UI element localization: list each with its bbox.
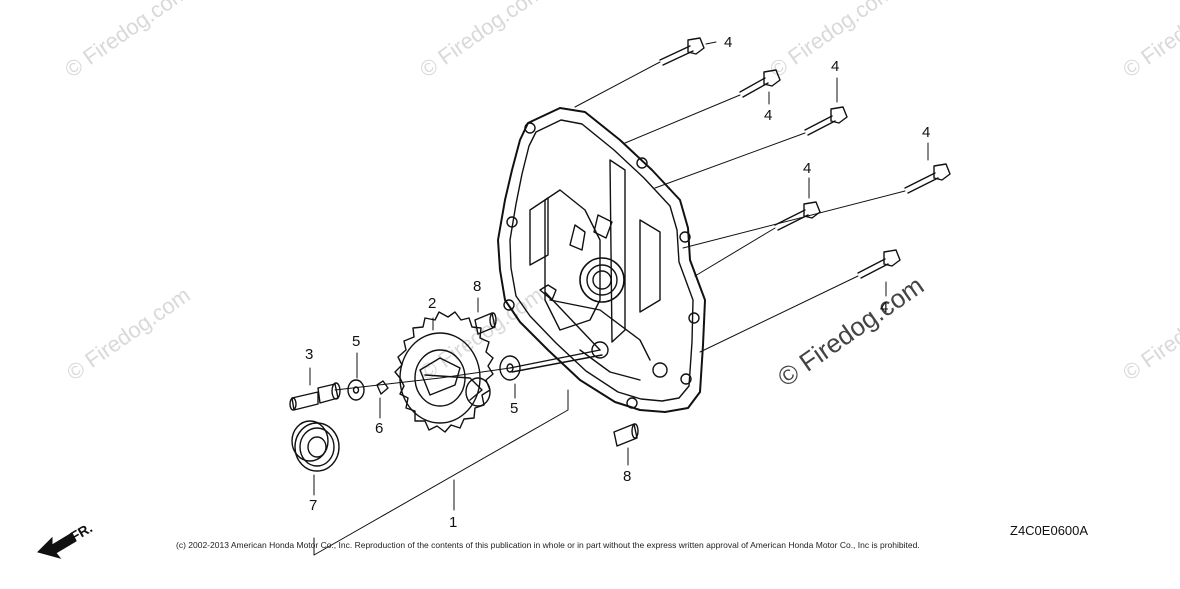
callout-part-8: 8 bbox=[473, 278, 482, 295]
copyright-notice: (c) 2002-2013 American Honda Motor Co., … bbox=[176, 540, 920, 550]
callout-part-5: 5 bbox=[352, 333, 361, 350]
callout-part-8: 8 bbox=[623, 468, 632, 485]
callout-part-4: 4 bbox=[880, 299, 889, 316]
callout-part-4: 4 bbox=[831, 58, 840, 75]
callout-part-6: 6 bbox=[375, 420, 384, 437]
callout-part-4: 4 bbox=[922, 124, 931, 141]
callout-part-4: 4 bbox=[764, 107, 773, 124]
crankcase-cover bbox=[497, 107, 706, 413]
governor-gear bbox=[394, 311, 494, 433]
bolts bbox=[659, 37, 951, 279]
callout-part-2: 2 bbox=[428, 295, 437, 312]
callout-part-5: 5 bbox=[510, 400, 519, 417]
callout-part-4: 4 bbox=[803, 160, 812, 177]
callout-part-4: 4 bbox=[724, 34, 733, 51]
callout-part-1: 1 bbox=[449, 514, 458, 531]
callout-part-7: 7 bbox=[309, 497, 318, 514]
front-arrow-icon bbox=[37, 532, 77, 559]
callout-part-3: 3 bbox=[305, 346, 314, 363]
drawing-code: Z4C0E0600A bbox=[1010, 523, 1089, 538]
bearing bbox=[291, 420, 340, 472]
